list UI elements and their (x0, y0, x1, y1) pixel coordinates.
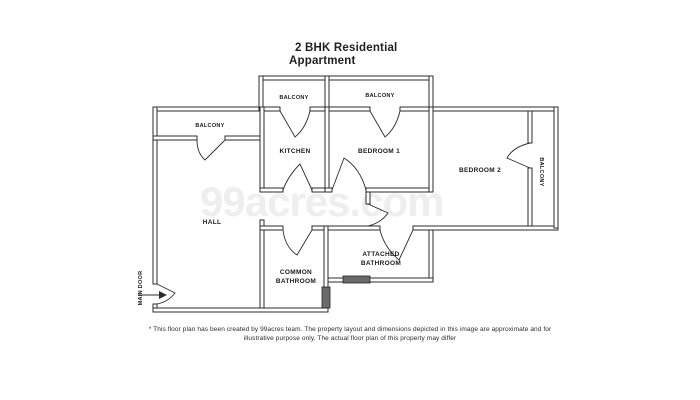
room-label-attached-bathroom-line1: ATTACHED (362, 251, 399, 258)
wall-balcony-block-left (258, 75, 264, 112)
wall-bedroom1-right (428, 106, 434, 193)
window-attached-bathroom (342, 275, 371, 284)
doors (156, 110, 531, 305)
wall-left-upper (152, 106, 158, 285)
page-title: 2 BHK Residential Appartment (289, 42, 397, 68)
wall-bath-top-a (259, 225, 284, 231)
door-arc-kitchen-balcony (279, 110, 311, 138)
wall-top-left (152, 106, 264, 112)
disclaimer-line1: * This floor plan has been created by 99… (148, 326, 552, 333)
main-door-arrow-icon (138, 291, 167, 299)
door-arc-right-balcony (506, 142, 531, 169)
room-label-bedroom1: BEDROOM 1 (358, 148, 400, 155)
label-main-door: MAIN DOOR (138, 271, 144, 306)
room-label-common-bathroom-line1: COMMON (280, 269, 312, 276)
wall-bedroom2-door-stub (365, 191, 371, 205)
door-arc-bedroom1-balcony (369, 110, 401, 138)
wall-bottom (152, 307, 329, 313)
wall-attached-bath-bottom-a (327, 277, 345, 283)
room-label-bedroom2: BEDROOM 2 (459, 167, 501, 174)
disclaimer: * This floor plan has been created by 99… (10, 326, 690, 343)
wall-attached-bath-right (428, 229, 434, 283)
wall-kitchen-left (259, 106, 265, 193)
room-label-hall: HALL (203, 219, 222, 226)
room-label-attached-bathroom-line2: BATHROOM (361, 260, 401, 267)
door-arc-attached-bathroom (379, 229, 414, 261)
wall-balcony-block-right (428, 75, 434, 112)
wall-balcony-block-top (258, 75, 434, 81)
disclaimer-line2: illustrative purpose only. The actual fl… (243, 334, 457, 342)
door-arc-kitchen (282, 163, 313, 191)
main-door-arrow-head (159, 291, 167, 299)
wall-kitchen-bedroom1-divider (324, 106, 330, 193)
door-arc-main-door (156, 283, 176, 305)
watermark-99acres: 99acres.com (200, 178, 445, 225)
page-title-line2: Appartment (289, 55, 356, 67)
room-label-kitchen: KITCHEN (280, 148, 311, 155)
wall-top-right (399, 106, 559, 112)
wall-hall-right-lower (259, 219, 265, 313)
door-arc-bedroom1 (331, 157, 367, 191)
page-title-line1: 2 BHK Residential (295, 42, 398, 54)
wall-left-balcony-bottom-b (224, 135, 265, 141)
wall-left-balcony-bottom-a (152, 135, 198, 141)
wall-top-kitchen-left (262, 106, 281, 112)
wall-bedroom1-bottom-b (365, 187, 434, 193)
wall-balcony-divider (324, 75, 330, 112)
door-arc-common-bathroom (282, 229, 313, 256)
room-label-balcony-kitchen: BALCONY (279, 95, 308, 101)
wall-bedroom2-bottom (412, 225, 559, 231)
wall-attached-bath-bottom-b (368, 277, 434, 283)
wall-kitchen-bottom-a (259, 187, 284, 193)
wall-right-balcony-inner-lower (527, 167, 533, 227)
room-label-common-bathroom-line2: BATHROOM (276, 278, 316, 285)
wall-bedroom1-bottom-a (324, 187, 333, 193)
room-label-balcony-right: BALCONY (538, 157, 544, 186)
door-arc-left-balcony (196, 139, 226, 161)
wall-top-mid (309, 106, 371, 112)
wall-right-outer (553, 106, 559, 229)
wall-bath-top-b (311, 225, 381, 231)
room-label-balcony-bedroom1: BALCONY (365, 93, 394, 99)
room-label-balcony-left: BALCONY (195, 123, 224, 129)
wall-right-balcony-inner-upper (527, 110, 533, 144)
window-common-bathroom (321, 286, 331, 309)
door-arc-bedroom2 (367, 203, 389, 227)
walls (152, 75, 559, 313)
